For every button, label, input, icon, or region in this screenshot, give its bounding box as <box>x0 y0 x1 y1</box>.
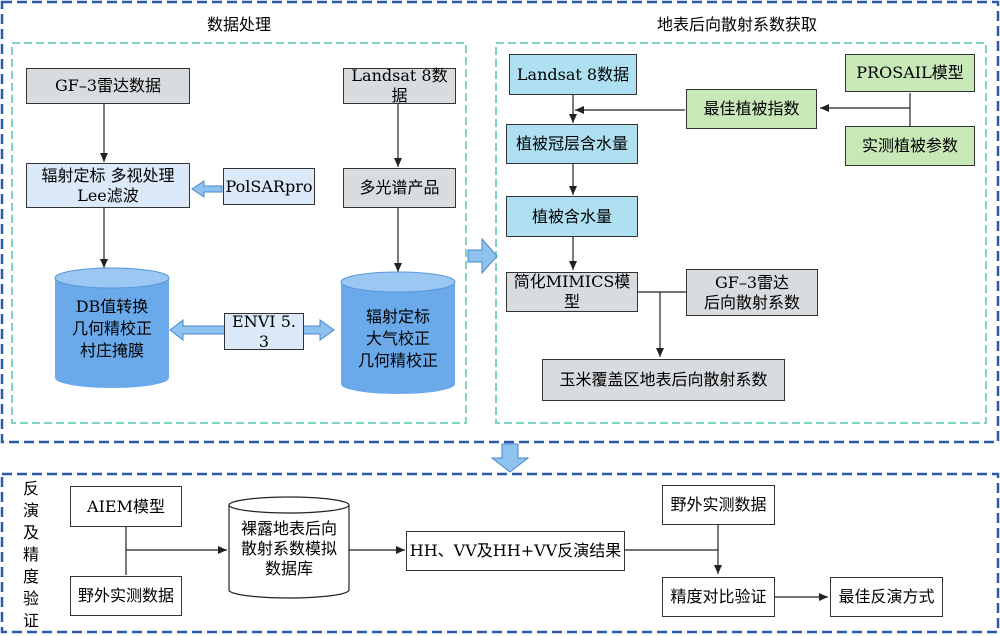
mimics-box: 简化MIMICS模型 <box>506 272 638 312</box>
gf3-backscatter-box: GF–3雷达 后向散射系数 <box>686 269 818 316</box>
envi-right-arrow <box>302 319 335 341</box>
polsarpro-box: PolSARpro <box>223 168 315 205</box>
db-cylinder-text: DB值转换 几何精校正 村庄掩膜 <box>71 297 152 360</box>
database-text: 裸露地表后向 散射系数模拟 数据库 <box>240 519 337 578</box>
db-cylinder-shape <box>54 267 170 388</box>
section-down-arrow <box>490 443 530 473</box>
accuracy-box: 精度对比验证 <box>662 577 775 617</box>
best-index-box: 最佳植被指数 <box>686 89 817 129</box>
gf3-data-box: GF–3雷达数据 <box>26 68 190 104</box>
bottom-frame <box>0 472 1000 634</box>
results-box: HH、VV及HH+VV反演结果 <box>406 531 625 571</box>
veg-water-box: 植被含水量 <box>506 196 638 237</box>
envi-box: ENVI 5. 3 <box>224 312 304 351</box>
polsarpro-arrow <box>191 180 223 198</box>
measured-params-box: 实测植被参数 <box>845 126 975 166</box>
database-cylinder-shape <box>228 496 350 599</box>
field-data-right-box: 野外实测数据 <box>662 485 775 525</box>
data-processing-title: 数据处理 <box>207 15 272 34</box>
inversion-section-title: 反 演 及 精 度 验 证 <box>22 479 39 630</box>
best-method-box: 最佳反演方式 <box>830 577 943 617</box>
top-frame <box>0 0 1000 444</box>
landsat-data-box-right: Landsat 8数据 <box>509 54 637 95</box>
corn-backscatter-box: 玉米覆盖区地表后向散射系数 <box>542 359 785 401</box>
envi-left-arrow <box>169 318 226 342</box>
backscatter-title: 地表后向散射系数获取 <box>657 15 818 34</box>
canopy-water-box: 植被冠层含水量 <box>506 124 638 164</box>
prosail-box: PROSAIL模型 <box>845 54 975 92</box>
multispectral-box: 多光谱产品 <box>343 168 456 208</box>
field-data-left-box: 野外实测数据 <box>70 576 182 616</box>
landsat-cylinder-text: 辐射定标 大气校正 几何精校正 <box>357 307 438 370</box>
aiem-box: AIEM模型 <box>70 486 182 527</box>
radiometric-calibration-box: 辐射定标 多视处理 Lee滤波 <box>26 163 190 208</box>
section-right-arrow <box>467 237 498 275</box>
landsat-cylinder-shape <box>340 271 456 394</box>
landsat-data-box: Landsat 8数据 <box>343 66 456 105</box>
backscatter-frame <box>495 42 987 424</box>
data-processing-frame <box>11 42 467 424</box>
